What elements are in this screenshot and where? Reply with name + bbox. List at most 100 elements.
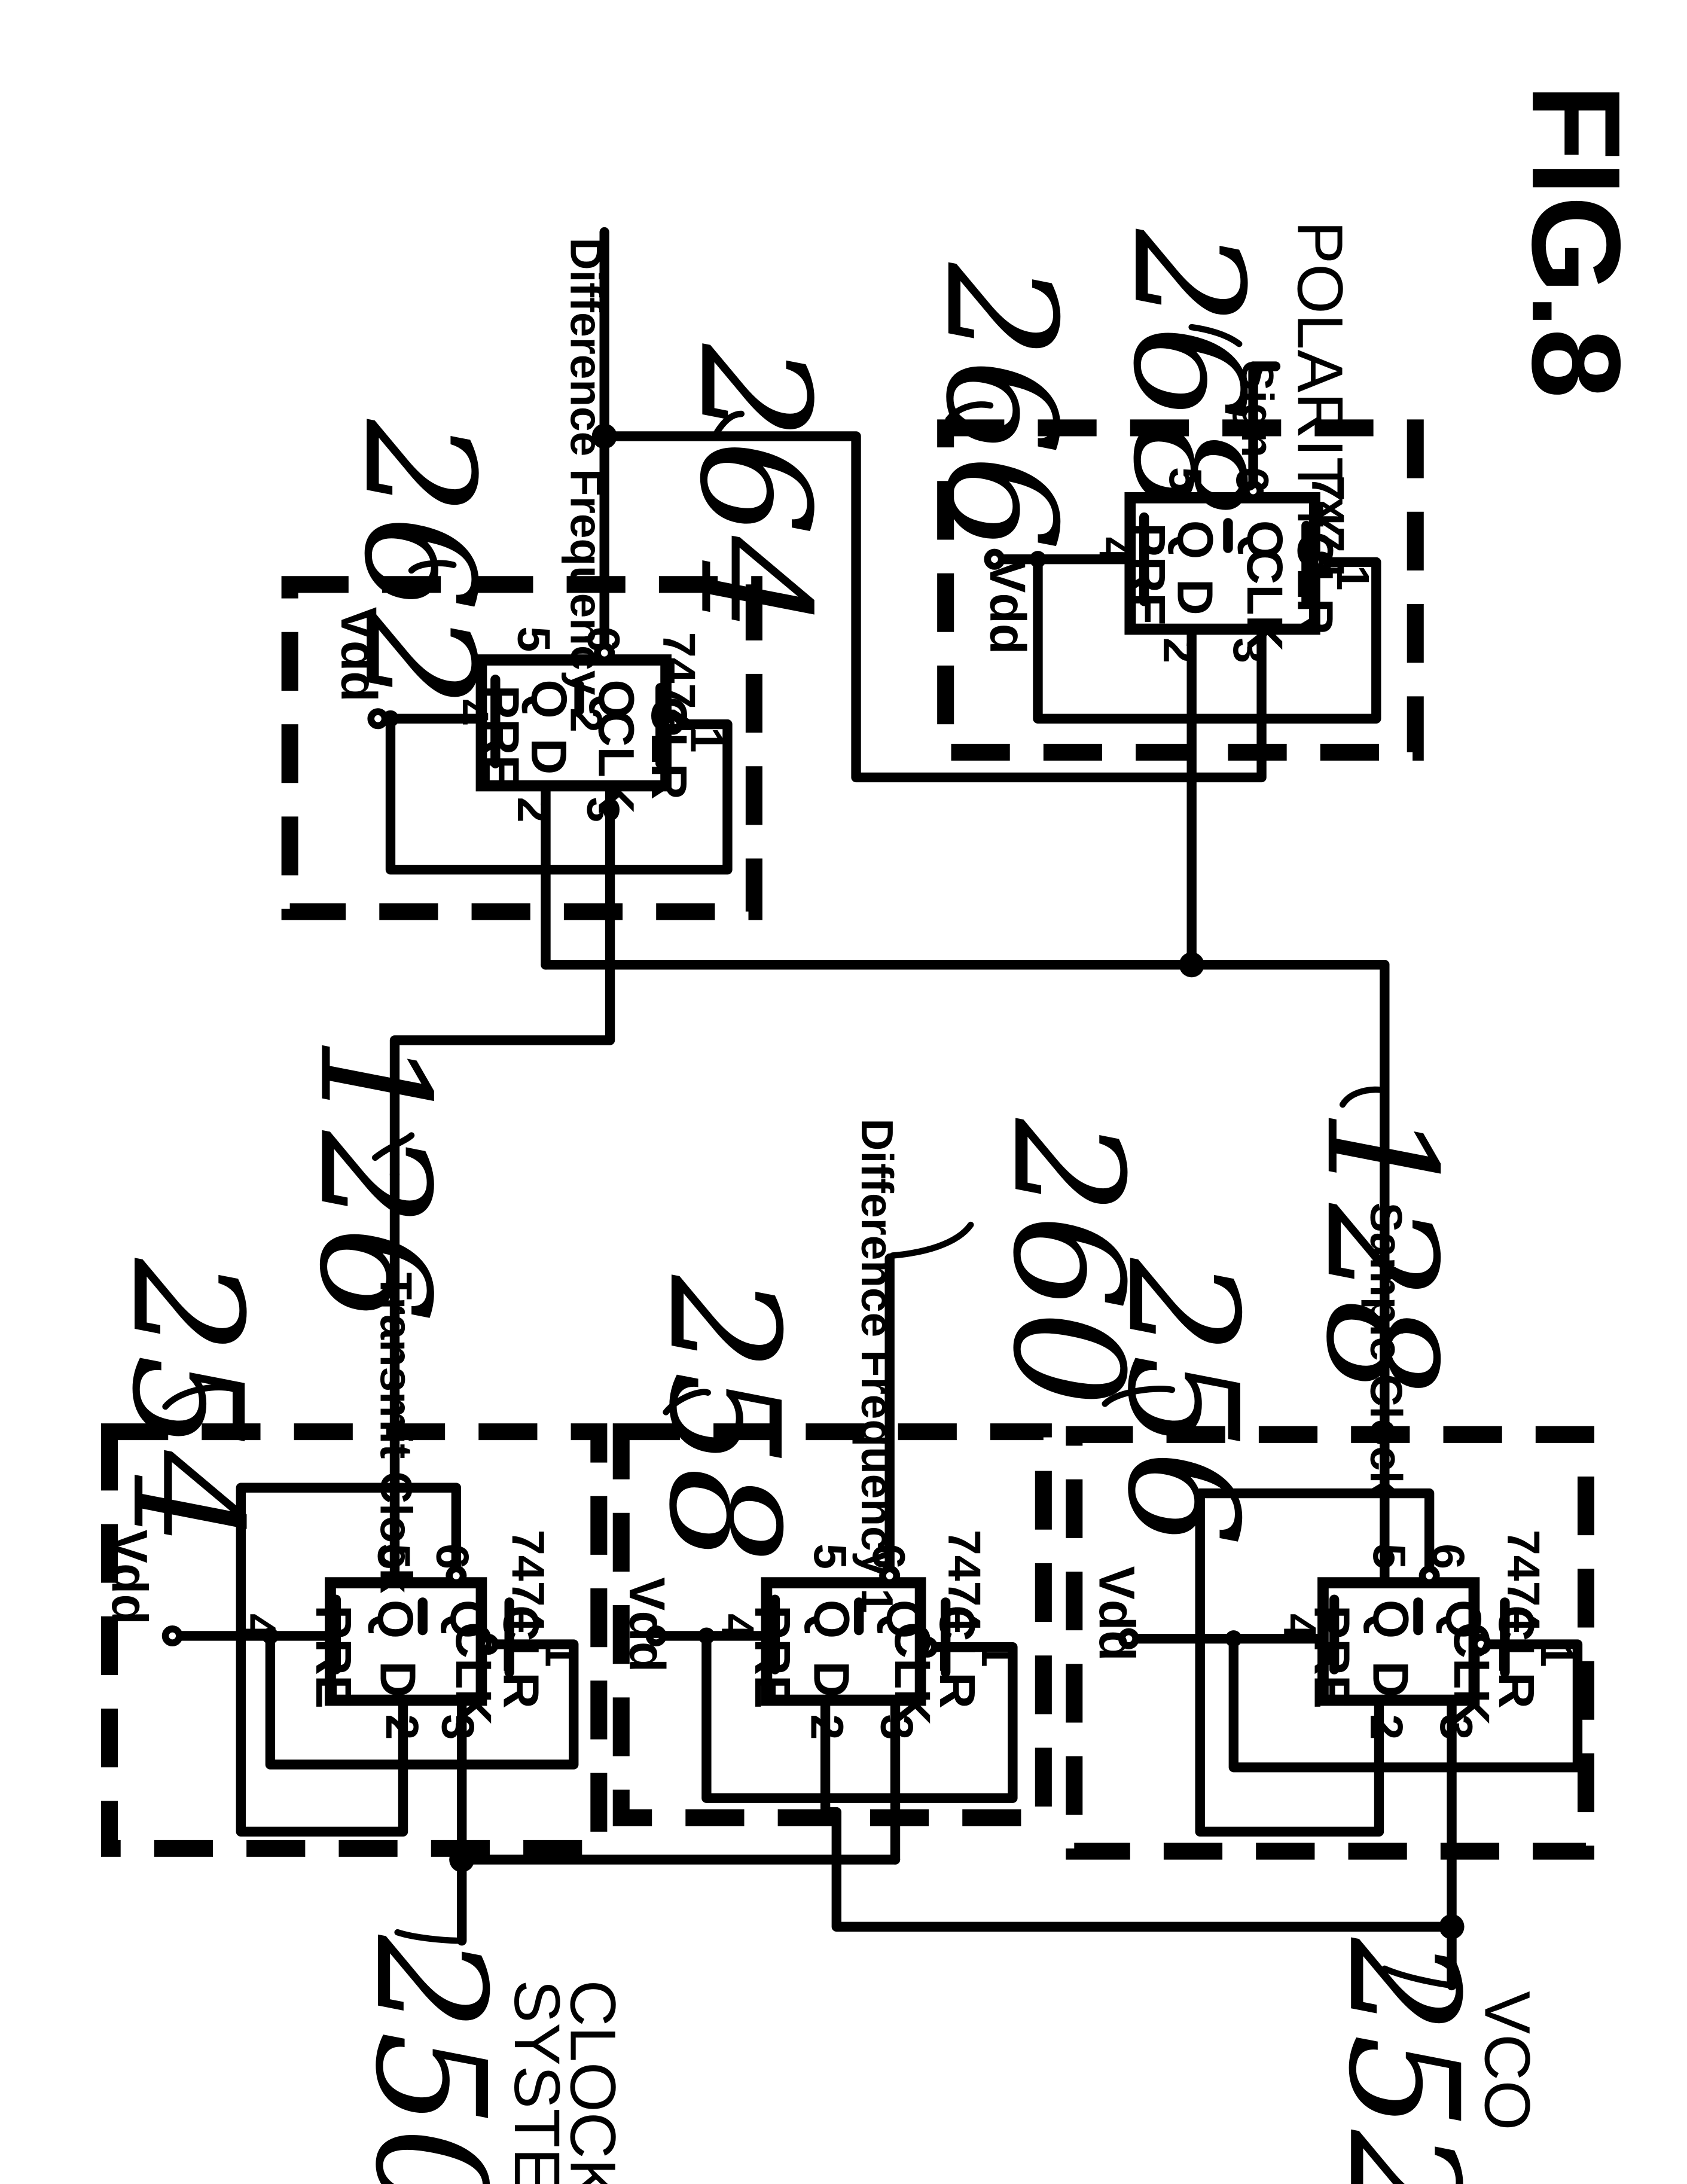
ff262-pin-clk-number: 3 [578, 797, 629, 823]
ff254-q-label: Q [367, 1600, 423, 1639]
ff262-d-label: D [521, 738, 577, 774]
ff266-qbar-label: Q [1237, 520, 1293, 559]
flipflop-262-labels: 4 2 3 1 5 6 PRE D CLK CLR Q Q 7474 Vdd [331, 607, 733, 823]
ff256-pin-q-number: 5 [1363, 1544, 1415, 1569]
ff256-d-label: D [1363, 1661, 1419, 1698]
ff258-pin-d-number: 2 [801, 1714, 853, 1740]
ff262-pin-d-number: 2 [508, 797, 559, 823]
junction-system-clock [449, 1847, 475, 1872]
ff258-pin-q-number: 5 [804, 1544, 855, 1569]
ref-264: 264 [666, 343, 842, 632]
ff262-qbar-label: Q [588, 679, 644, 718]
ff262-pin-pre-number: 4 [446, 699, 498, 725]
flipflop-256-labels: 4 2 3 1 5 6 PRE D CLK CLR Q Q 7474 Vdd [1088, 1530, 1582, 1740]
ff256-qbar-label: Q [1435, 1600, 1491, 1639]
flipflop-258 [645, 1253, 1018, 1865]
signal-sign-label: Sign [1233, 361, 1283, 457]
port-system-clock-line2: CLOCK [557, 1980, 629, 2184]
flipflop-258-body [761, 1577, 926, 1706]
ff258-pin-clk-number: 3 [871, 1714, 923, 1740]
junction-sample-clock [1179, 952, 1204, 978]
ff258-d-label: D [803, 1661, 859, 1698]
junction-difference-frequency-2 [591, 423, 617, 449]
port-system-clock-line1: SYSTEM [501, 1980, 573, 2184]
ref-254: 254 [99, 1258, 274, 1547]
ff256-pin-pre-number: 4 [1274, 1613, 1325, 1639]
ref-128: 128 [1293, 1108, 1469, 1396]
ff262-clr-label: CLR [641, 696, 697, 800]
ff254-pin-d-number: 2 [376, 1714, 428, 1740]
ff266-clr-label: CLR [1287, 531, 1343, 635]
ref-268: 268 [1100, 228, 1276, 517]
ff256-pin-clr-number: 1 [1531, 1642, 1582, 1667]
ref-266: 266 [913, 263, 1088, 551]
ff258-supply-label: Vdd [619, 1577, 675, 1672]
ff258-qbar-label: Q [876, 1600, 932, 1639]
ff254-clk-label: CLK [446, 1622, 502, 1725]
port-polarity-label: POLARITY [1284, 221, 1356, 539]
ff254-pin-pre-number: 4 [233, 1613, 285, 1639]
junction-vco [1439, 1914, 1465, 1939]
port-vco-label: VCO [1472, 1991, 1543, 2130]
figure-label: FIG.8 [1506, 84, 1646, 398]
net-system-clock [457, 1854, 901, 1946]
ff258-q-label: Q [803, 1600, 859, 1639]
ff262-pin-clr-number: 1 [681, 727, 733, 753]
flipflop-254-labels: 4 2 3 1 5 6 PRE D CLK CLR Q Q 7474 Vdd [102, 1530, 587, 1740]
ff256-q-label: Q [1363, 1600, 1419, 1639]
ff266-clk-label: CLK [1237, 548, 1293, 652]
ff256-pin-d-number: 2 [1360, 1714, 1412, 1740]
ff266-pin-pre-number: 4 [1089, 537, 1140, 563]
ff258-pin-pre-number: 4 [712, 1613, 763, 1639]
ref-126: 126 [286, 1035, 462, 1323]
ff254-d-label: D [370, 1661, 426, 1698]
ff254-clr-label: CLR [493, 1605, 549, 1709]
ref-250: 250 [342, 1935, 518, 2184]
ff256-clk-label: CLK [1444, 1622, 1500, 1725]
ff258-pin-qbar-number: 6 [863, 1544, 914, 1569]
ref-260: 260 [980, 1118, 1155, 1407]
ref-256: 256 [1094, 1258, 1270, 1547]
signal-transmit-clock-label: Transmit Clock [371, 1273, 422, 1594]
ff262-pin-q-number: 5 [508, 626, 559, 652]
group-box-262 [281, 576, 762, 920]
signal-difference-frequency-2-label: Difference Frequency 2 [562, 237, 612, 732]
ff266-pin-qbar-number: 6 [1226, 467, 1277, 493]
ff262-supply-label: Vdd [331, 607, 387, 702]
ff266-q-label: Q [1167, 520, 1223, 559]
ff254-pin-q-number: 5 [368, 1544, 419, 1569]
ff266-pin-clr-number: 1 [1327, 565, 1378, 591]
ff254-pin-qbar-number: 6 [426, 1544, 478, 1569]
ff266-supply-label: Vdd [980, 559, 1036, 654]
ff256-pin-qbar-number: 6 [1422, 1544, 1474, 1569]
group-box-266 [937, 419, 1424, 761]
ff266-d-label: D [1167, 579, 1223, 615]
ff254-pin-clk-number: 3 [432, 1714, 483, 1740]
ref-258: 258 [636, 1274, 812, 1563]
ref-262: 262 [331, 419, 507, 707]
flipflop-254-body [325, 1577, 487, 1706]
flipflop-256 [1118, 960, 1583, 1932]
ff256-pin-clk-number: 3 [1430, 1714, 1482, 1740]
flipflop-266-labels: 4 2 3 1 5 6 PRE D CLK CLR Q Q 7474 Vdd [980, 467, 1378, 663]
signal-sample-clock-label: Sample Clock [1361, 1203, 1411, 1496]
ff262-clk-label: CLK [588, 710, 644, 814]
ff266-pin-q-number: 5 [1159, 467, 1210, 493]
group-box-254 [101, 1423, 608, 1857]
ff258-clk-label: CLK [884, 1622, 941, 1725]
ff254-supply-label: Vdd [102, 1530, 158, 1625]
ff262-q-label: Q [521, 679, 577, 718]
ff254-pin-clr-number: 1 [535, 1642, 587, 1667]
ff254-qbar-label: Q [440, 1600, 496, 1639]
signal-difference-frequency-1-label: Difference Frequency 1 [852, 1118, 902, 1613]
ff258-pin-clr-number: 1 [972, 1642, 1023, 1667]
flipflop-258-labels: 4 2 3 1 5 6 PRE D CLK CLR Q Q 7474 Vdd [619, 1530, 1023, 1740]
ff256-supply-label: Vdd [1088, 1566, 1145, 1661]
ff266-pin-clk-number: 3 [1224, 637, 1275, 663]
ff258-clr-label: CLR [929, 1605, 986, 1709]
flipflop-266 [599, 361, 1381, 970]
ref-252: 252 [1315, 1938, 1491, 2184]
flipflop-262-body [475, 654, 672, 792]
ff266-pin-d-number: 2 [1154, 637, 1205, 663]
